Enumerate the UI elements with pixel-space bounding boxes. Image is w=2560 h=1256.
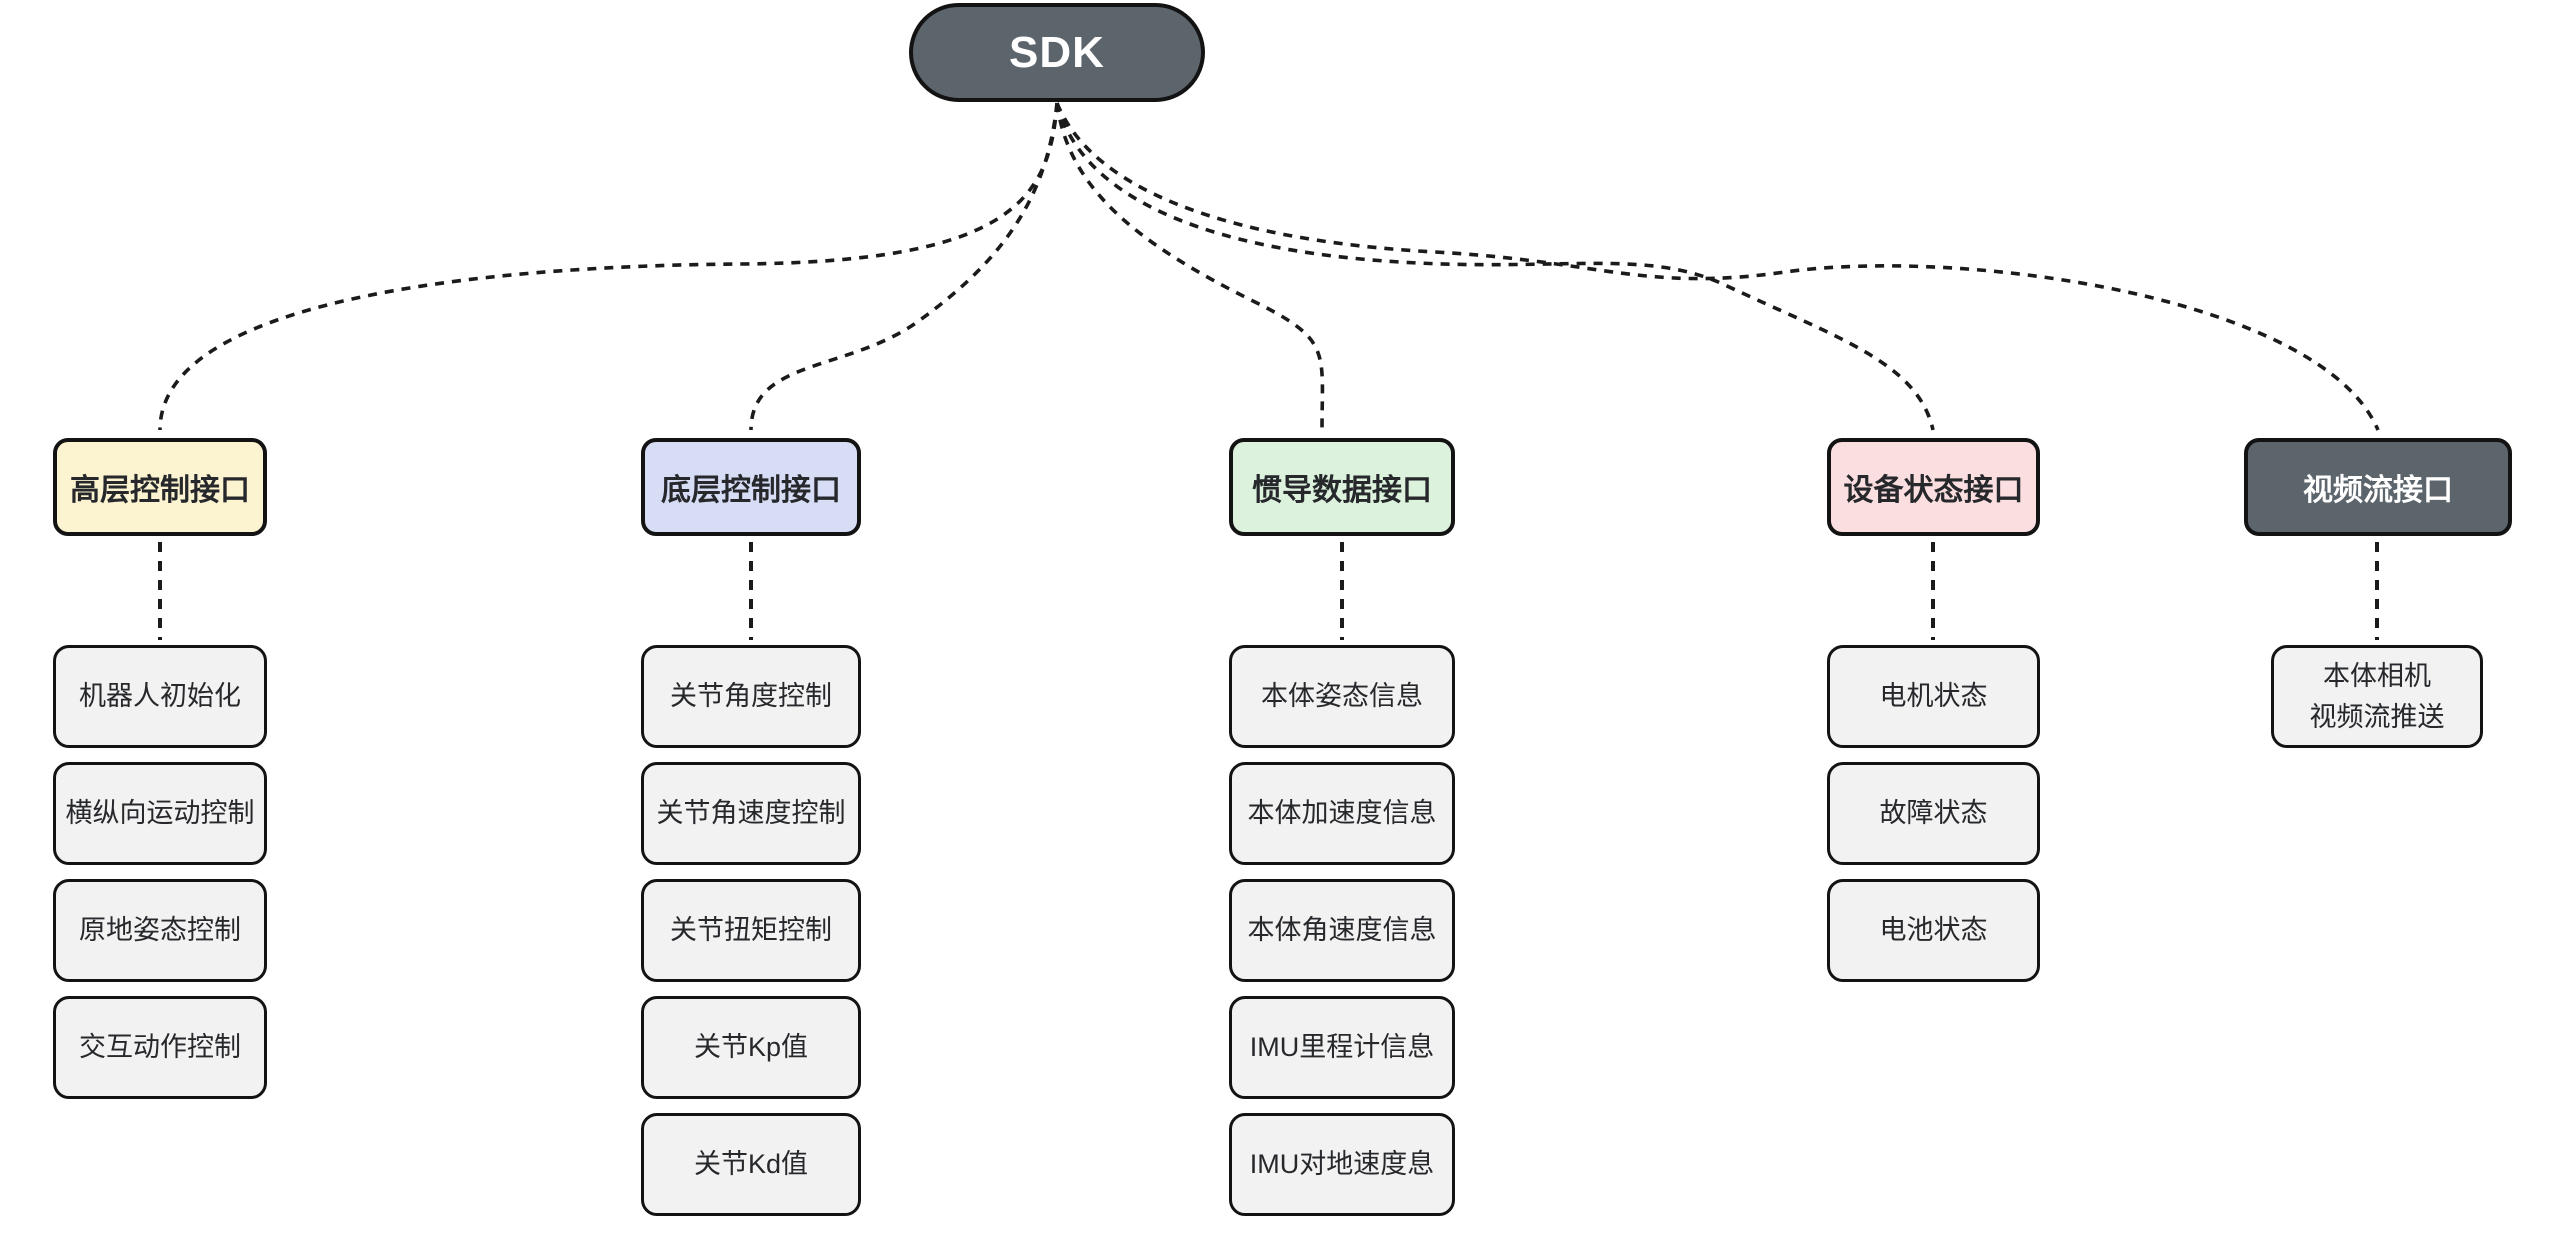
branch-header-device-status: 设备状态接口: [1827, 438, 2040, 536]
node-body-camera-video-stream-push: 本体相机 视频流推送: [2271, 645, 2483, 748]
branch-header-high-level-control: 高层控制接口: [53, 438, 267, 536]
node-imu-odometry-info: IMU里程计信息: [1229, 996, 1455, 1099]
node-fault-status: 故障状态: [1827, 762, 2040, 865]
node-robot-initialization: 机器人初始化: [53, 645, 267, 748]
connector-root-to-device-status: [1055, 102, 1935, 431]
node-joint-kp-value: 关节Kp值: [641, 996, 861, 1099]
branch-header-video-stream: 视频流接口: [2244, 438, 2512, 536]
node-battery-status: 电池状态: [1827, 879, 2040, 982]
node-joint-kd-value: 关节Kd值: [641, 1113, 861, 1216]
node-body-posture-info: 本体姿态信息: [1229, 645, 1455, 748]
node-lateral-longitudinal-motion-control: 横纵向运动控制: [53, 762, 267, 865]
node-joint-angle-control: 关节角度控制: [641, 645, 861, 748]
connector-root-to-high-level-control: [158, 102, 1059, 431]
connector-root-to-low-level-control: [749, 102, 1059, 431]
branch-header-low-level-control: 底层控制接口: [641, 438, 861, 536]
node-interactive-action-control: 交互动作控制: [53, 996, 267, 1099]
node-body-acceleration-info: 本体加速度信息: [1229, 762, 1455, 865]
branch-header-imu-data: 惯导数据接口: [1229, 438, 1455, 536]
node-body-angular-velocity-info: 本体角速度信息: [1229, 879, 1455, 982]
node-joint-angular-velocity-control: 关节角速度控制: [641, 762, 861, 865]
node-motor-status: 电机状态: [1827, 645, 2040, 748]
node-joint-torque-control: 关节扭矩控制: [641, 879, 861, 982]
connector-root-to-imu-data: [1055, 102, 1325, 431]
node-imu-ground-speed-info: IMU对地速度息: [1229, 1113, 1455, 1216]
connector-root-to-video-stream: [1055, 102, 2380, 431]
root-node-sdk: SDK: [909, 3, 1205, 102]
node-in-place-posture-control: 原地姿态控制: [53, 879, 267, 982]
